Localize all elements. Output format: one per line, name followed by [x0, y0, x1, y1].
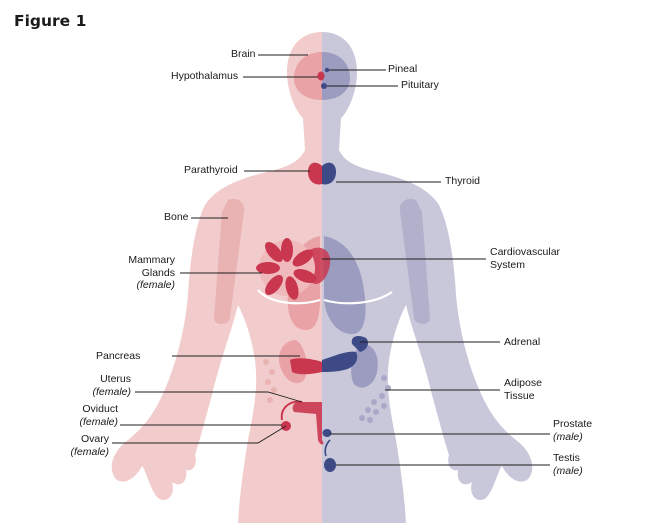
- brain-female: [294, 52, 322, 100]
- label-mammary-glands: Mammary Glands (female): [110, 254, 175, 292]
- label-prostate: Prostate (male): [553, 418, 592, 443]
- bone-right-arm: [399, 198, 430, 324]
- pineal-organ: [324, 67, 330, 73]
- pancreas-female: [290, 358, 322, 375]
- oviduct-note: (female): [79, 415, 118, 428]
- adipose-dots-male: [359, 375, 391, 423]
- testis-name: Testis: [553, 452, 580, 464]
- heart-organ: [310, 247, 331, 285]
- bone-left-arm: [214, 198, 245, 324]
- thyroid-organ: [322, 162, 336, 185]
- label-hypothalamus: Hypothalamus: [171, 70, 239, 82]
- testis-note: (male): [553, 464, 583, 477]
- uterus-note: (female): [92, 385, 131, 398]
- label-ovary: Ovary (female): [60, 433, 109, 458]
- prostate-name: Prostate: [553, 418, 593, 430]
- label-cardiovascular-system: Cardiovascular System: [490, 246, 560, 271]
- label-adrenal: Adrenal: [504, 336, 541, 348]
- chest-line-female: [257, 289, 321, 305]
- label-bone: Bone: [164, 211, 189, 223]
- adipose-name: Adipose: [504, 377, 542, 389]
- adipose-name-2: Tissue: [504, 389, 535, 402]
- chest-line-male: [323, 291, 393, 305]
- mammary-name-2: Glands: [141, 266, 175, 279]
- adipose-dots-female: [263, 359, 277, 403]
- label-uterus: Uterus (female): [70, 373, 131, 398]
- mammary-note: (female): [136, 279, 175, 291]
- brain-male: [322, 52, 350, 100]
- figure-title: Figure 1: [14, 12, 87, 30]
- adrenal-organ: [351, 336, 368, 352]
- oviduct-name: Oviduct: [82, 403, 118, 415]
- label-adipose-tissue: Adipose Tissue: [504, 377, 542, 402]
- testis-duct: [324, 439, 331, 457]
- label-testis: Testis (male): [553, 452, 583, 477]
- uterus-name: Uterus: [100, 373, 131, 385]
- kidney-male: [351, 344, 378, 388]
- cardiovascular-name-2: System: [490, 258, 526, 271]
- cardiovascular-name: Cardiovascular: [490, 246, 561, 258]
- oviduct-organ: [280, 400, 303, 421]
- hypothalamus-organ: [317, 71, 325, 81]
- mammary-name: Mammary: [128, 254, 175, 266]
- label-pineal: Pineal: [388, 63, 418, 75]
- label-pituitary: Pituitary: [401, 79, 439, 91]
- ovary-name: Ovary: [80, 433, 109, 445]
- label-brain: Brain: [231, 48, 256, 60]
- lung-male: [324, 236, 366, 334]
- pituitary-organ: [321, 83, 327, 89]
- parathyroid-organ: [308, 162, 322, 185]
- prostate-note: (male): [553, 430, 583, 443]
- label-parathyroid: Parathyroid: [184, 164, 238, 176]
- prostate-organ: [322, 429, 332, 437]
- ovary-note: (female): [70, 445, 109, 458]
- label-thyroid: Thyroid: [445, 175, 481, 187]
- uterus-organ: [292, 401, 324, 445]
- label-oviduct: Oviduct (female): [60, 403, 118, 428]
- label-pancreas: Pancreas: [96, 350, 141, 362]
- leader-lines: [112, 54, 550, 466]
- pancreas-male: [322, 351, 358, 372]
- mammary-gland: [256, 238, 317, 300]
- testis-organ: [324, 458, 336, 472]
